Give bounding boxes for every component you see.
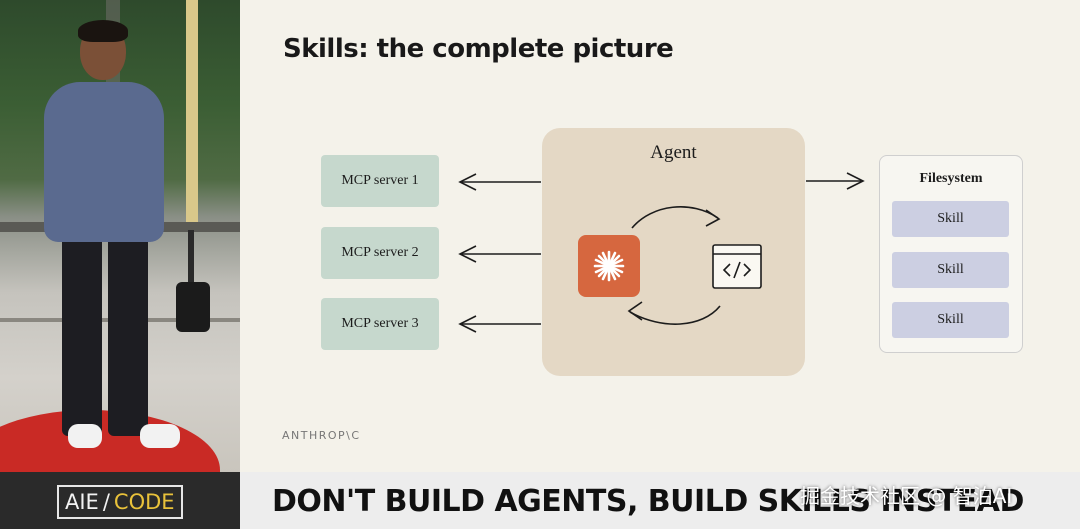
photo-pillar — [186, 0, 198, 225]
badge-separator: / — [102, 490, 110, 514]
mcp-server-box: MCP server 1 — [321, 155, 439, 207]
anthropic-logo: ANTHROP\C — [282, 429, 361, 442]
agent-loop-arrows — [627, 206, 721, 325]
photo-lamp-stand — [188, 230, 194, 286]
lower-third-banner: AIE / CODE DON'T BUILD AGENTS, BUILD SKI… — [0, 472, 1080, 529]
agent-label: Agent — [650, 142, 697, 163]
mcp-server-box: MCP server 3 — [321, 298, 439, 350]
mcp-server-box: MCP server 2 — [321, 227, 439, 279]
skill-box: Skill — [892, 201, 1009, 237]
photo-stage-lamp — [176, 282, 210, 332]
claude-spark-icon — [593, 250, 625, 282]
filesystem-label: Filesystem — [919, 171, 983, 186]
claude-logo — [578, 235, 640, 297]
event-badge: AIE / CODE — [0, 472, 240, 529]
talk-headline: DON'T BUILD AGENTS, BUILD SKILLS INSTEAD — [272, 484, 1024, 519]
skill-box: Skill — [892, 302, 1009, 338]
slide-title: Skills: the complete picture — [283, 34, 674, 64]
badge-left-text: AIE — [65, 490, 99, 514]
badge-right-text: CODE — [113, 490, 175, 514]
event-badge-logo: AIE / CODE — [57, 485, 183, 519]
watermark: 掘金技术社区 @ 智泊AI — [800, 484, 1013, 508]
speaker-photo — [0, 0, 240, 472]
code-window-icon — [712, 244, 762, 289]
speaker — [30, 20, 190, 470]
agent-box: Agent — [542, 128, 805, 376]
filesystem-box: Filesystem Skill Skill Skill — [879, 155, 1023, 353]
slide: Skills: the complete picture MCP server … — [240, 0, 1080, 472]
skill-box: Skill — [892, 252, 1009, 288]
